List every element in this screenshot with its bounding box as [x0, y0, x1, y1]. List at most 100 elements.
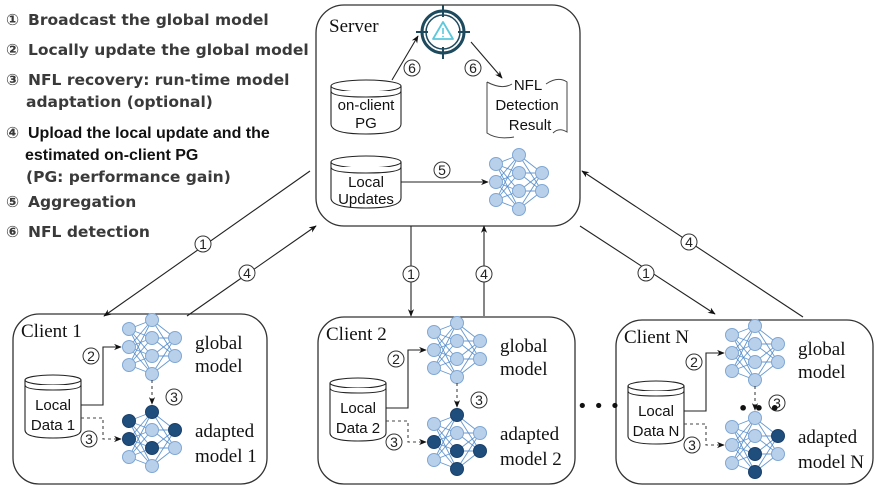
legend-text-4b: estimated on-client PG: [25, 147, 198, 164]
step-marker: 3: [165, 388, 183, 406]
nn-node: [145, 423, 159, 437]
nn-node: [489, 175, 503, 189]
local-data-label: Data 1: [31, 417, 75, 434]
nn-node: [725, 438, 739, 452]
nn-node-adapted: [748, 447, 762, 461]
adapted-model-label: adapted: [500, 424, 560, 445]
nfl-detector-icon: [416, 5, 470, 59]
nn-node: [748, 319, 762, 333]
svg-text:5: 5: [438, 162, 446, 178]
nn-node-adapted: [450, 444, 464, 458]
local-updates-database: Local Updates: [330, 155, 402, 209]
svg-text:3: 3: [85, 431, 93, 447]
nn-node: [489, 193, 503, 207]
step-marker: 3: [768, 394, 786, 412]
nn-node: [122, 450, 136, 464]
nn-node-adapted: [473, 444, 487, 458]
nn-node: [450, 426, 464, 440]
svg-text:6: 6: [408, 60, 416, 76]
client-adapted-model: [725, 411, 785, 479]
nn-node: [122, 358, 136, 372]
nn-node-adapted: [748, 465, 762, 479]
arrow-adapt-data: [81, 417, 122, 443]
client-2-node: Client 2: [317, 316, 576, 485]
nn-node: [427, 453, 441, 467]
legend-item-1: ① Broadcast the global model: [6, 11, 269, 29]
nn-node: [725, 456, 739, 470]
client-1-node: Client 1: [12, 313, 268, 485]
on-client-pg-database: on-client PG: [330, 79, 402, 135]
client-1-title: Client 1: [21, 321, 82, 342]
nn-node: [473, 352, 487, 366]
server-aggregated-model: [489, 148, 549, 216]
nn-node: [122, 322, 136, 336]
svg-text:1: 1: [407, 266, 415, 282]
nn-node: [450, 316, 464, 330]
nn-node: [473, 334, 487, 348]
nn-node: [489, 157, 503, 171]
step-marker: 6: [403, 59, 421, 77]
nn-edge: [128, 411, 153, 458]
step-marker: 2: [82, 347, 100, 365]
svg-text:3: 3: [170, 389, 178, 405]
adapted-model-ellipsis: • • •: [738, 399, 780, 418]
nn-node: [168, 331, 182, 345]
client-global-model: [725, 319, 785, 387]
adapted-model-label: model 1: [195, 446, 257, 467]
updates-db-label-2: Updates: [338, 191, 394, 208]
nn-node: [748, 411, 762, 425]
global-model-label: model: [798, 362, 846, 383]
nn-node: [725, 346, 739, 360]
client-2-title: Client 2: [326, 324, 387, 345]
nn-node: [168, 349, 182, 363]
nn-node: [145, 349, 159, 363]
client-n-box: [615, 319, 874, 485]
server-node: Server on-client PG Local Up: [315, 4, 581, 227]
global-model-label: global: [500, 336, 548, 357]
nn-node: [771, 337, 785, 351]
nn-node: [145, 331, 159, 345]
warning-icon: [432, 21, 454, 40]
legend-item-5: ⑤ Aggregation: [6, 193, 136, 211]
local-data-label: Local: [340, 400, 376, 417]
nn-node: [748, 355, 762, 369]
legend: ① Broadcast the global model ② Locally u…: [6, 11, 309, 241]
step-marker: 3: [683, 436, 701, 454]
svg-text:3: 3: [475, 392, 483, 408]
nn-node: [427, 417, 441, 431]
local-data-label: Data N: [633, 423, 680, 440]
adapted-model-label: model 2: [500, 449, 562, 470]
client-n-title: Client N: [624, 327, 689, 348]
nn-node: [450, 334, 464, 348]
arrow-adapt-data: [684, 423, 725, 449]
svg-text:3: 3: [773, 395, 781, 411]
svg-text:3: 3: [390, 434, 398, 450]
nn-node: [473, 426, 487, 440]
nn-edge: [151, 337, 176, 375]
nn-node-adapted: [450, 462, 464, 476]
legend-text-2: Locally update the global model: [28, 41, 309, 59]
step-marker: 4: [680, 233, 698, 251]
svg-text:3: 3: [688, 437, 696, 453]
nn-node: [771, 447, 785, 461]
nn-node: [450, 352, 464, 366]
global-model-label: model: [195, 356, 243, 377]
legend-item-6: ⑥ NFL detection: [6, 223, 150, 241]
legend-item-3: ③ NFL recovery: run-time model adaptatio…: [6, 71, 289, 111]
nn-edge: [456, 340, 481, 378]
result-label-3: Result: [509, 117, 552, 134]
legend-num-1: ①: [6, 11, 19, 29]
nn-node: [748, 373, 762, 387]
nn-node: [427, 343, 441, 357]
svg-text:1: 1: [199, 236, 207, 252]
step-marker: 2: [685, 353, 703, 371]
nn-node: [512, 184, 526, 198]
nn-edge: [495, 154, 520, 201]
nn-node-adapted: [771, 429, 785, 443]
local-data-label: Local: [638, 403, 674, 420]
